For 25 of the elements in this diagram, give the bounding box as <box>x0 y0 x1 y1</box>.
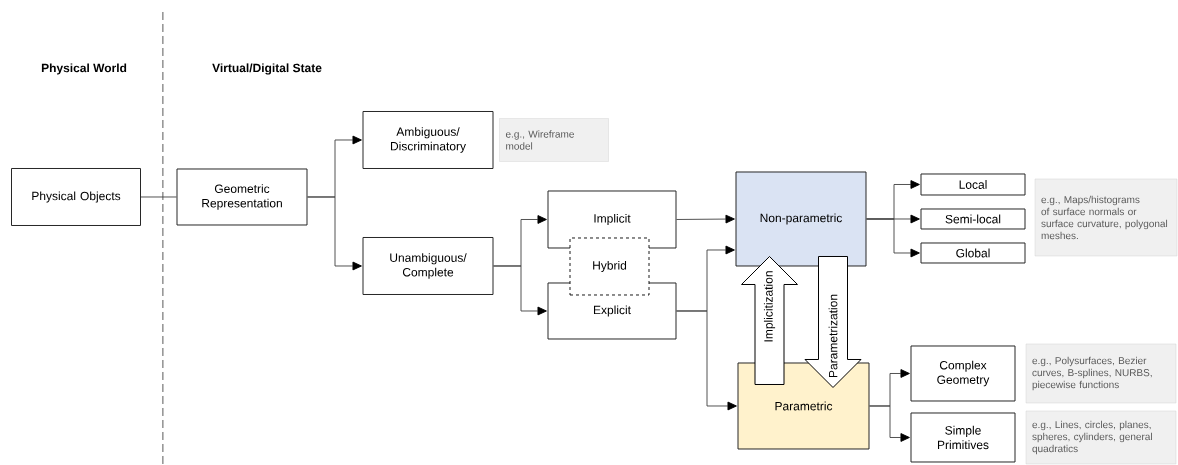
process-box: Semi-local <box>920 208 1026 230</box>
arrow-label: Implicitization <box>763 271 776 342</box>
process-box: Ambiguous/ Discriminatory <box>362 111 494 169</box>
note-box: e.g., Wireframe model <box>499 118 609 162</box>
column-heading: Physical World <box>41 63 127 75</box>
note-box: e.g., Polysurfaces, Bezier curves, B-splines, NURBS, piecewise functions <box>1025 343 1177 404</box>
dashed-box: Hybrid <box>569 237 650 296</box>
process-box: Simple Primitives <box>910 412 1016 463</box>
arrow <box>676 214 735 224</box>
process-box: Physical Objects <box>11 168 141 226</box>
note-box: e.g., Maps/histograms of surface normals or surface curvature, polygonal meshes. <box>1034 178 1178 257</box>
arrow <box>869 405 910 442</box>
process-box: Local <box>920 173 1026 196</box>
note-box: e.g., Lines, circles, planes, spheres, cylinders, general quadratics <box>1025 410 1177 465</box>
process-box: Non-parametric <box>735 171 867 267</box>
process-box: Global <box>920 242 1026 264</box>
process-box: Unambiguous/ Complete <box>362 237 494 295</box>
process-box: Complex Geometry <box>910 345 1016 402</box>
connector-line <box>140 196 177 198</box>
arrow <box>866 218 920 258</box>
process-box: Geometric Representation <box>176 168 308 226</box>
arrow <box>676 310 737 411</box>
column-heading: Virtual/Digital State <box>212 63 322 75</box>
arrow <box>493 265 547 316</box>
arrow <box>307 196 362 271</box>
